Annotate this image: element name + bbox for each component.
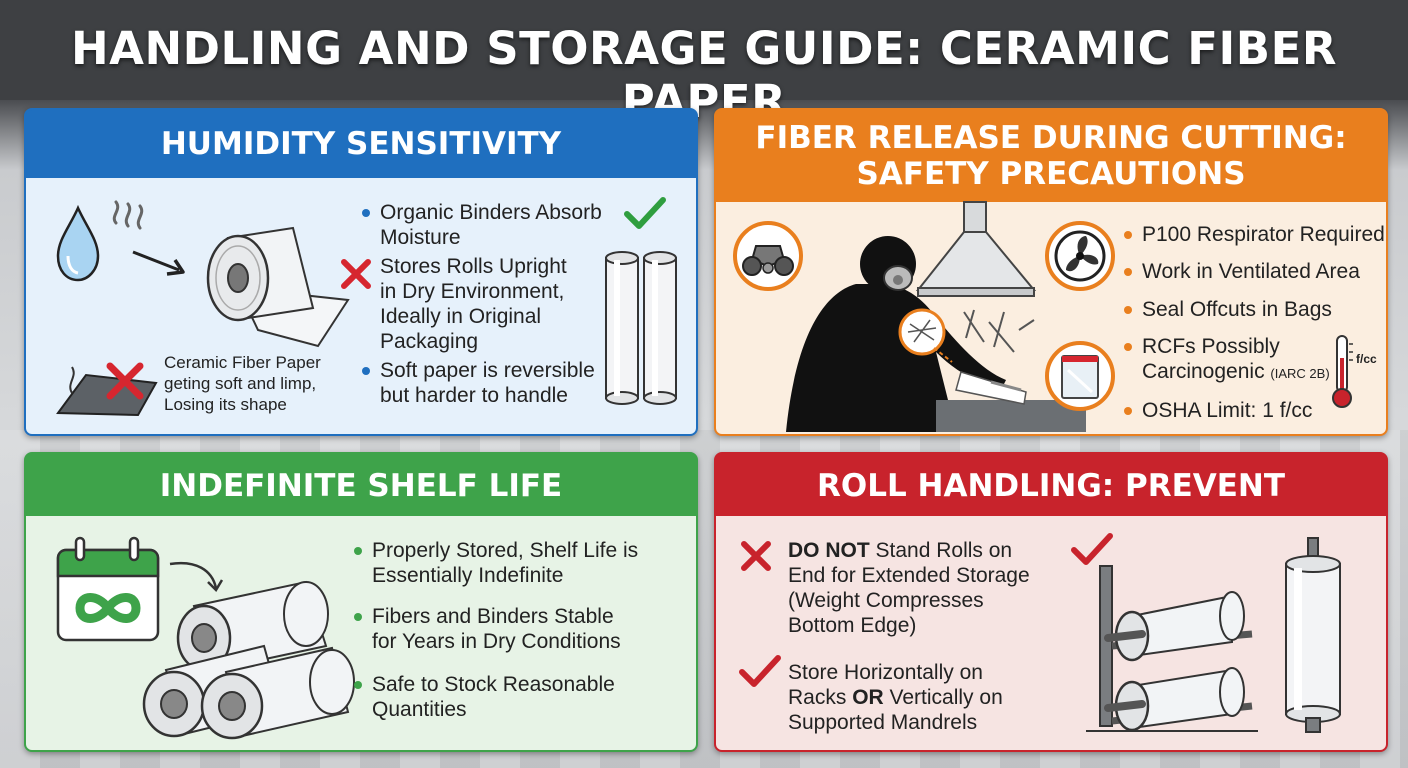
roll-rack-icon [1086,565,1258,732]
fibers-magnifier-icon [898,308,1035,363]
water-drop-icon [56,200,144,282]
check-mark-icon [1071,533,1113,565]
fan-icon [1045,221,1115,291]
humidity-heading: HUMIDITY SENSITIVITY [160,126,562,162]
ventilation-hood-icon [915,201,1037,297]
mandrel-roll-icon [1285,537,1341,733]
shelf-bullet-2: Fibers and Binders Stable for Years in D… [354,604,621,654]
upright-rolls-icon [605,251,677,405]
sealed-bag-icon [1045,341,1115,411]
x-mark-icon [106,362,144,400]
roll-handling-panel: ROLL HANDLING: PREVENT COMPRESSION DO NO… [714,452,1388,752]
paper-roll-icon [206,226,350,348]
arrow-right-icon [132,250,185,276]
stacked-rolls-icon [142,580,355,740]
page-title: HANDLING AND STORAGE GUIDE: CERAMIC FIBE… [71,22,1337,128]
roll-donot-text: DO NOT Stand Rolls on End for Extended S… [788,539,1030,637]
fiber-bullet-2: Work in Ventilated Area [1124,259,1360,284]
fiber-bullet-5: OSHA Limit: 1 f/cc [1124,398,1312,423]
thermometer-label: f/cc [1356,352,1377,366]
humidity-caption: Ceramic Fiber Paper geting soft and limp… [164,353,321,414]
humidity-panel: HUMIDITY SENSITIVITY Ceramic F [24,108,698,436]
humidity-body: Ceramic Fiber Paper geting soft and limp… [26,178,696,434]
x-mark-icon [741,541,771,571]
fiber-bullet-4: RCFs Possibly Carcinogenic (IARC 2B) [1124,334,1330,386]
humidity-bullet-3: Soft paper is reversible but harder to h… [362,358,595,408]
check-mark-icon [624,197,666,229]
roll-heading: ROLL HANDLING: PREVENT COMPRESSION [816,468,1286,568]
shelf-body: Properly Stored, Shelf Life is Essential… [26,516,696,750]
humidity-bullet-2: Stores Rolls Upright in Dry Environment,… [380,255,567,353]
fiber-bullet-1: P100 Respirator Required [1124,222,1385,247]
calendar-infinity-icon [56,536,160,642]
shelf-bullet-1: Properly Stored, Shelf Life is Essential… [354,538,638,588]
roll-body: DO NOT Stand Rolls on End for Extended S… [716,516,1386,750]
shelf-life-panel: INDEFINITE SHELF LIFE P [24,452,698,752]
roll-store-text: Store Horizontally on Racks OR Verticall… [788,661,1003,734]
thermometer-icon [1332,335,1353,408]
curved-arrow-icon [169,561,224,593]
fiber-heading: FIBER RELEASE DURING CUTTING: SAFETY PRE… [755,120,1347,192]
fiber-body: P100 Respirator Required Work in Ventila… [716,201,1386,434]
header-background [0,0,1408,100]
check-mark-icon [739,655,781,687]
fiber-release-panel: FIBER RELEASE DURING CUTTING: SAFETY PRE… [714,108,1388,436]
humidity-bullet-1: Organic Binders Absorb Moisture [362,200,602,250]
respirator-icon [733,221,803,291]
iarc-note: (IARC 2B) [1270,366,1330,381]
fiber-bullet-3: Seal Offcuts in Bags [1124,297,1332,322]
x-mark-icon [341,259,371,289]
worker-silhouette [786,236,1086,432]
shelf-bullet-3: Safe to Stock Reasonable Quantities [354,672,615,722]
shelf-heading: INDEFINITE SHELF LIFE [159,468,563,504]
